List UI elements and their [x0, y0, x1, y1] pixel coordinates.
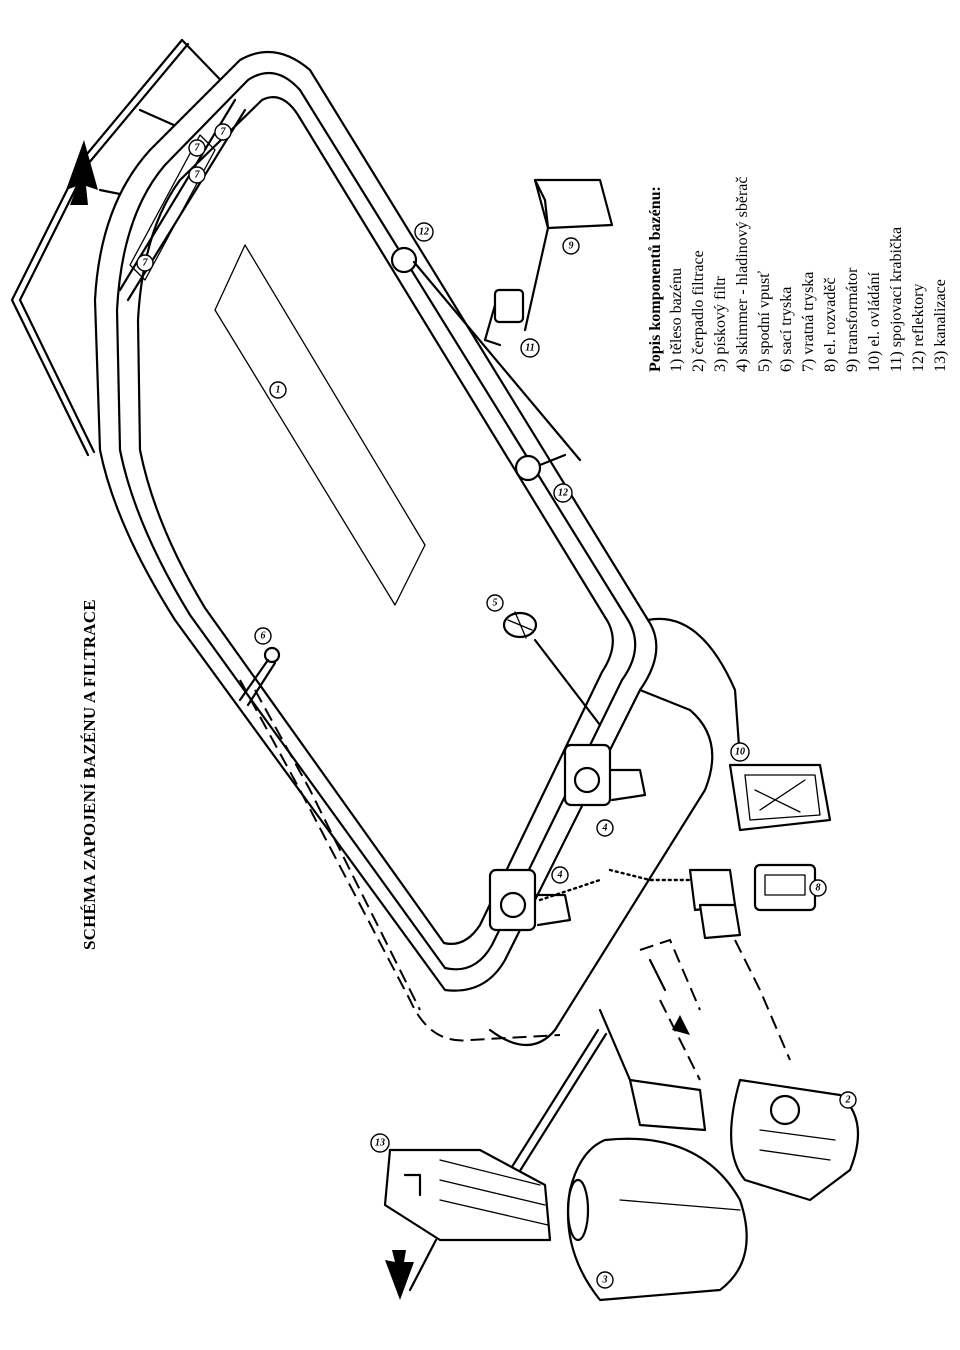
skimmer-b [488, 868, 572, 932]
svg-text:4: 4 [557, 870, 563, 881]
legend-heading: Popis komponentů bazénu: [647, 186, 664, 372]
callout-13: 13 [370, 1133, 390, 1153]
reflector-a [390, 246, 582, 462]
svg-text:6: 6 [261, 631, 266, 642]
flow-arrow-down [385, 1250, 414, 1300]
callout-7d: 7 [136, 254, 154, 272]
legend-item: 1) těleso bazénu [668, 268, 685, 372]
callout-3: 3 [596, 1271, 614, 1289]
legend-item: 8) el. rozvaděč [822, 277, 839, 372]
skimmer-a [563, 743, 647, 807]
callout-4b: 4 [551, 866, 569, 884]
svg-text:7: 7 [195, 170, 201, 181]
callout-12b: 12 [553, 483, 573, 503]
svg-text:2: 2 [845, 1095, 851, 1106]
callout-6: 6 [254, 627, 272, 645]
waste-pipe [408, 1028, 608, 1292]
svg-text:8: 8 [816, 883, 821, 894]
legend-item: 13) kanalizace [932, 279, 949, 372]
callout-8: 8 [809, 879, 827, 897]
filtration-pump [730, 1078, 860, 1202]
legend-item: 12) reflektory [910, 283, 927, 372]
legend-item: 3) pískový filtr [712, 276, 729, 372]
suction-nozzle [238, 646, 281, 707]
legend-item: 10) el. ovládání [866, 272, 883, 372]
legend: Popis komponentů bazénu: 1) těleso bazén… [646, 177, 952, 373]
callout-9: 9 [562, 237, 580, 255]
filter-valve [598, 938, 707, 1132]
callout-11: 11 [520, 338, 540, 358]
electrical-control [728, 763, 832, 832]
svg-text:7: 7 [195, 143, 201, 154]
pool-body [93, 50, 742, 1047]
svg-text:4: 4 [602, 823, 608, 834]
callout-12a: 12 [414, 222, 434, 242]
callout-7c: 7 [188, 166, 206, 184]
electrical-switchboard [753, 863, 817, 912]
valve-assembly [538, 868, 791, 1061]
svg-text:1: 1 [276, 385, 281, 396]
callout-10: 10 [730, 742, 750, 762]
sewer-box [383, 1148, 552, 1242]
callout-7b: 7 [188, 139, 206, 157]
reflector-b [514, 453, 567, 482]
callout-2: 2 [839, 1091, 857, 1109]
title-block: SCHÉMA ZAPOJENÍ BAZÉNU A FILTRACE [80, 599, 100, 950]
legend-list: 1) těleso bazénu 2) čerpadlo filtrace 3)… [666, 177, 952, 373]
bottom-drain [502, 611, 602, 727]
callout-4a: 4 [596, 819, 614, 837]
svg-text:11: 11 [525, 343, 534, 354]
legend-item: 6) sací tryska [778, 286, 795, 372]
callout-7a: 7 [214, 123, 232, 141]
legend-item: 11) spojovací krabička [888, 226, 905, 372]
legend-item: 5) spodní vpusť [756, 270, 773, 372]
svg-text:7: 7 [221, 127, 227, 138]
svg-text:12: 12 [419, 227, 429, 238]
junction-box [483, 288, 525, 347]
svg-text:9: 9 [569, 241, 574, 252]
sand-filter [566, 1137, 748, 1302]
svg-text:10: 10 [735, 747, 745, 758]
svg-text:12: 12 [558, 488, 568, 499]
svg-text:13: 13 [375, 1138, 385, 1149]
svg-text:7: 7 [143, 258, 149, 269]
legend-item: 9) transformátor [844, 267, 861, 372]
diagram-title: SCHÉMA ZAPOJENÍ BAZÉNU A FILTRACE [80, 599, 99, 950]
callout-1: 1 [269, 381, 287, 399]
callout-5: 5 [486, 594, 504, 612]
svg-text:3: 3 [602, 1275, 608, 1286]
svg-text:5: 5 [493, 598, 498, 609]
flow-arrow-up [66, 140, 98, 205]
legend-item: 7) vratná tryska [800, 271, 817, 372]
transformer [523, 178, 614, 332]
legend-item: 4) skimmer - hladinový sběrač [734, 176, 751, 373]
legend-item: 2) čerpadlo filtrace [690, 250, 707, 372]
